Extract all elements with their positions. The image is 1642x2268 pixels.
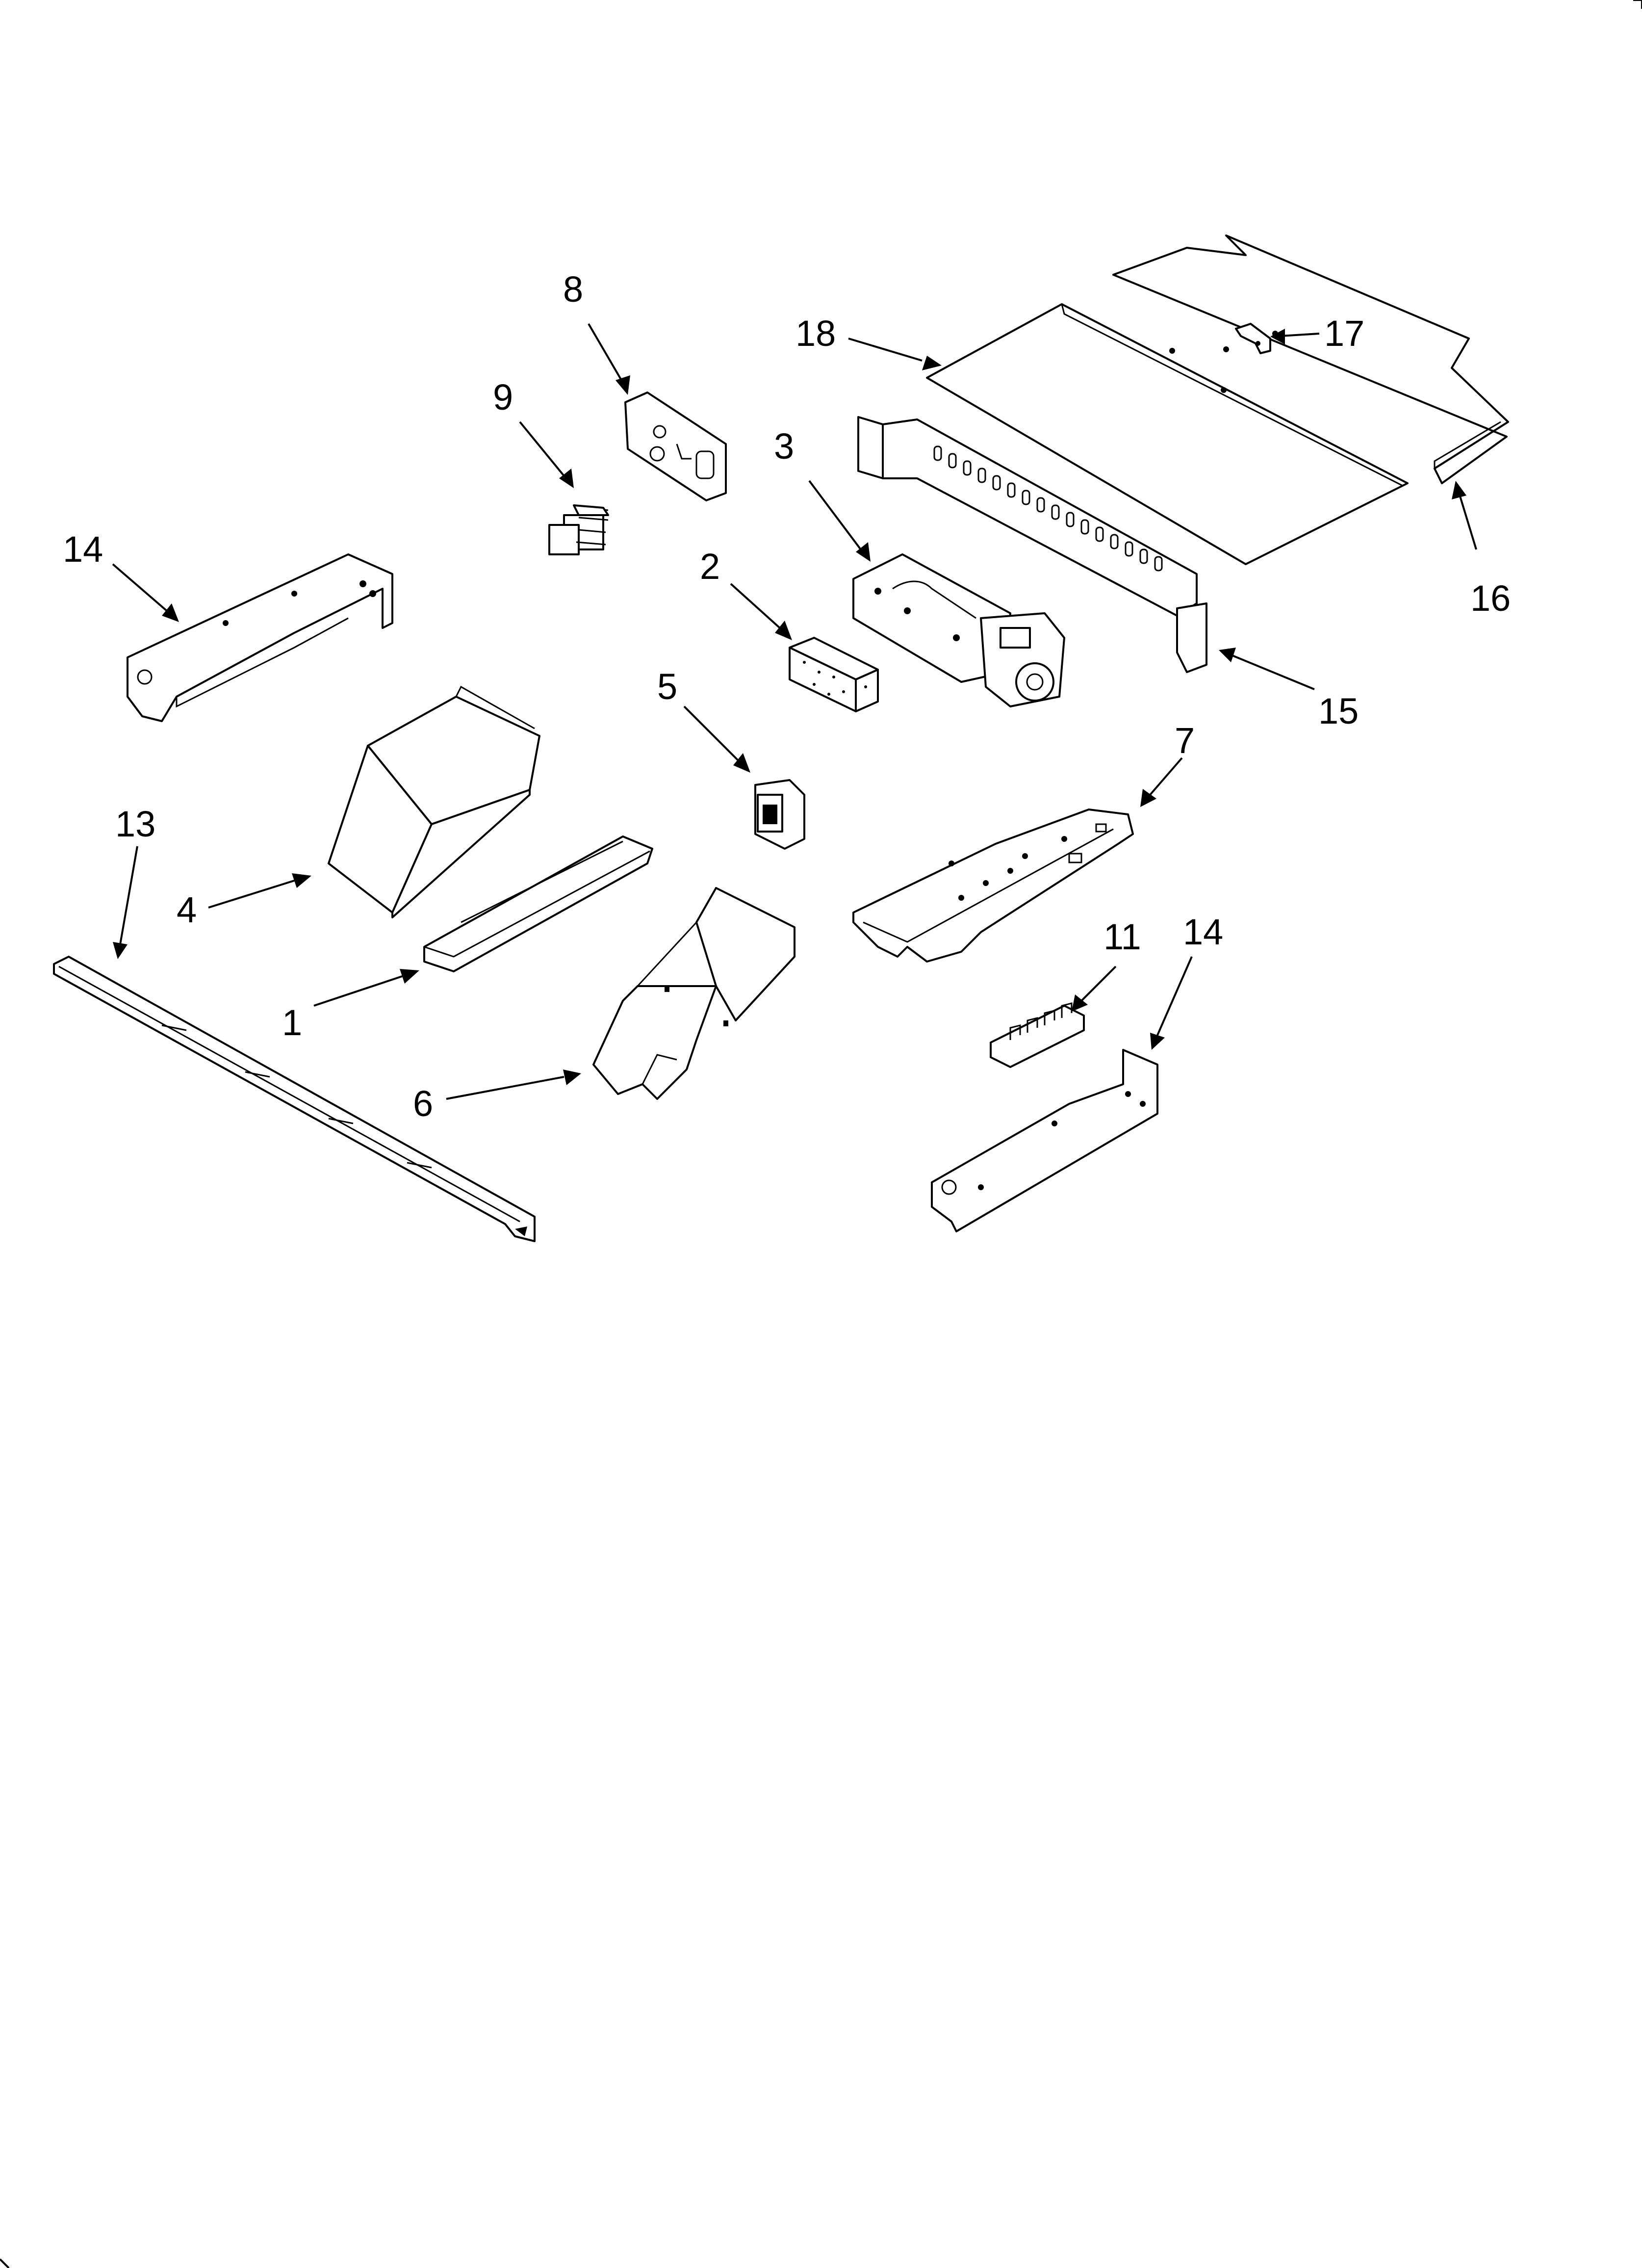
leader-13 <box>119 846 138 945</box>
leader-5 <box>683 705 739 761</box>
part-7-base-plate <box>852 808 1134 963</box>
part-14-right-side-bracket <box>931 1049 1158 1232</box>
leader-8 <box>446 1076 564 1100</box>
part-3-lock-assembly <box>852 553 1065 707</box>
callout-6: 8 <box>563 269 583 310</box>
part-11-terminal-block <box>990 1002 1085 1068</box>
leader-3 <box>808 480 862 550</box>
leader-14-left <box>112 563 168 612</box>
channel-slots <box>933 445 1163 572</box>
callout-14-left: 14 <box>63 529 103 570</box>
corner-mark-top-right <box>1633 0 1642 9</box>
callout-9: 9 <box>493 377 513 417</box>
callout-15: 15 <box>1318 691 1359 731</box>
leader-2 <box>730 583 781 629</box>
part-15-front-channel <box>857 416 1207 673</box>
part-16-rear-panel <box>1112 235 1509 484</box>
leader-lines <box>112 323 1477 1100</box>
leader-11 <box>1080 965 1117 1002</box>
callout-14-right: 14 <box>1183 912 1223 952</box>
corner-mark-bottom-left <box>0 2258 10 2268</box>
part-2-insulation-block <box>789 637 879 712</box>
part-9-transformer <box>548 504 609 555</box>
leader-15 <box>1231 654 1315 690</box>
callout-2: 2 <box>700 546 720 587</box>
leader-18 <box>848 338 923 362</box>
callout-13: 13 <box>115 804 155 844</box>
part-8-duct-shield <box>592 887 795 1100</box>
callout-16: 16 <box>1470 578 1511 619</box>
callout-3: 3 <box>774 426 794 467</box>
callout-labels: 8 9 18 17 16 3 14 2 15 5 7 13 4 1 11 14 … <box>63 269 1511 1124</box>
callout-4: 4 <box>177 889 197 930</box>
part-13-front-trim <box>53 956 536 1242</box>
leader-4 <box>208 880 295 909</box>
leader-7 <box>1149 757 1183 796</box>
part-18-top-panel <box>926 303 1409 565</box>
part-4-duct-cover <box>328 685 540 918</box>
callout-11: 11 <box>1103 916 1141 957</box>
leader-17 <box>1280 333 1320 337</box>
leader-16 <box>1458 493 1477 550</box>
callout-17: 17 <box>1324 313 1364 354</box>
leader-1 <box>313 975 403 1007</box>
leader-14-right <box>1156 956 1193 1036</box>
leader-6 <box>588 323 624 384</box>
part-6-bracket-plate <box>624 391 727 501</box>
part-17-clip <box>1235 323 1271 354</box>
part-14-left-side-bracket <box>127 553 393 722</box>
callout-8: 6 <box>413 1083 433 1124</box>
block-speckle <box>803 661 867 696</box>
callout-18: 18 <box>795 313 836 354</box>
leader-9 <box>519 421 565 477</box>
part-5-switch <box>754 779 805 850</box>
callout-5: 5 <box>657 666 677 707</box>
callout-1: 1 <box>282 1002 302 1043</box>
callout-7: 7 <box>1175 720 1195 761</box>
part-1-channel <box>423 835 653 972</box>
